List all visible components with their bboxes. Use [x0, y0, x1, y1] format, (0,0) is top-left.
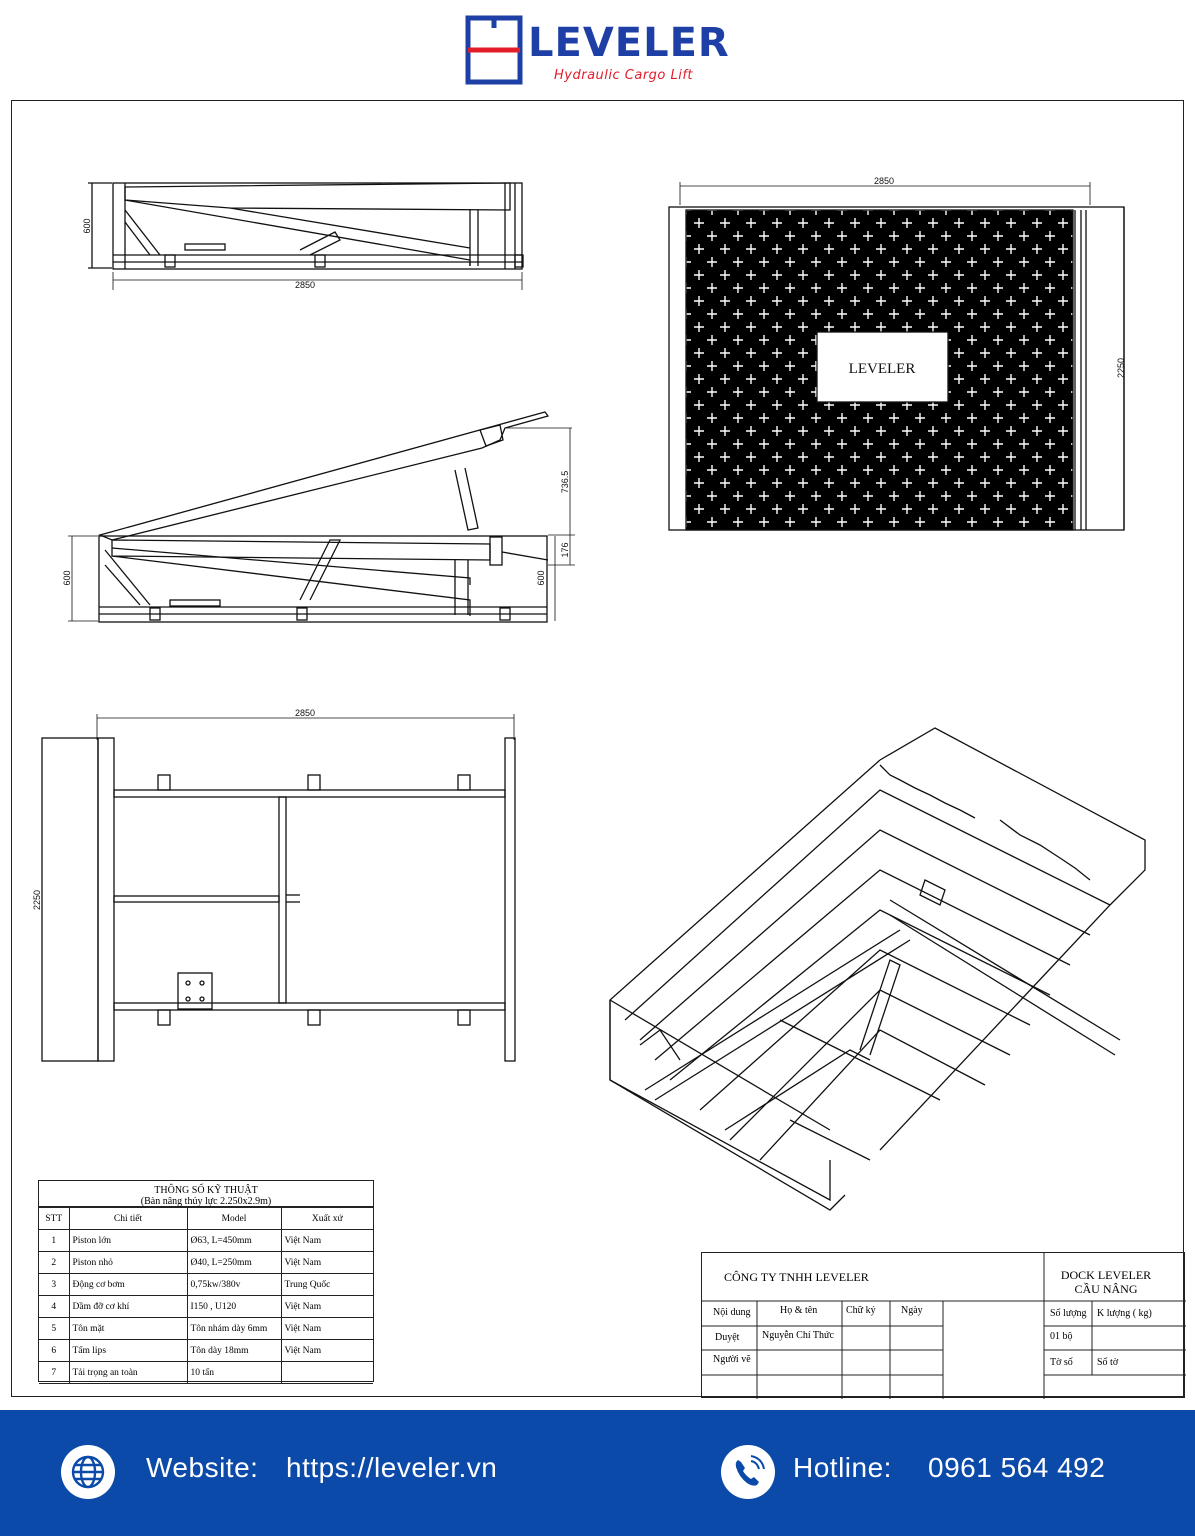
spec-cell: 4 [39, 1295, 70, 1318]
spec-cell [280, 1361, 373, 1384]
technical-drawing: 2850 600 2850 2250 736.5 176 600 600 285… [32, 176, 1146, 1211]
phone-icon [721, 1445, 775, 1499]
logo-word: LEVELER [528, 20, 730, 66]
dim-side-top-length: 2850 [295, 280, 315, 290]
dim-plan-length: 2850 [874, 176, 894, 186]
spec-cell: Ø40, L=250mm [186, 1251, 282, 1274]
spec-header-cell: Xuất xứ [280, 1207, 373, 1230]
footer-bar: Website: https://leveler.vn Hotline: 096… [0, 1410, 1195, 1536]
spec-cell: Tôn dày 18mm [186, 1339, 282, 1362]
title-block-lines [702, 1253, 1186, 1399]
dim-raised-left: 600 [62, 570, 72, 585]
spec-cell: 3 [39, 1273, 70, 1296]
spec-header-row: STT Chi tiết Model Xuất xứ [39, 1207, 373, 1230]
sheet-no-label: Số tờ [1097, 1357, 1119, 1368]
spec-cell: Dầm đỡ cơ khí [68, 1295, 188, 1318]
weight-label: K lượng ( kg) [1097, 1308, 1152, 1319]
spec-cell: Ø63, L=450mm [186, 1229, 282, 1252]
product-name-vn: CẦU NÂNG [1074, 1282, 1138, 1296]
spec-cell: 0,75kw/380v [186, 1273, 282, 1296]
spec-cell: Việt Nam [280, 1295, 373, 1318]
spec-cell: Việt Nam [280, 1339, 373, 1362]
logo-tagline: Hydraulic Cargo Lift [554, 68, 694, 83]
spec-cell: 2 [39, 1251, 70, 1274]
spec-cell: Tải trọng an toàn [68, 1361, 188, 1384]
spec-cell: 5 [39, 1317, 70, 1340]
qty-value: 01 bộ [1050, 1331, 1073, 1342]
spec-cell: 6 [39, 1339, 70, 1362]
spec-cell: Trung Quốc [280, 1273, 373, 1296]
spec-cell: Piston nhỏ [68, 1251, 188, 1274]
row-drawer: Người vẽ [713, 1354, 751, 1365]
hotline-label: Hotline: [793, 1452, 892, 1483]
dim-frame-length: 2850 [295, 708, 315, 718]
spec-header-cell: STT [39, 1207, 70, 1230]
side-view-raised [68, 411, 575, 623]
approver-name: Nguyễn Chí Thức [762, 1330, 834, 1341]
col-sign: Chữ ký [846, 1305, 876, 1316]
globe-icon [61, 1445, 115, 1499]
dim-side-top-height: 600 [82, 218, 92, 233]
spec-cell: 7 [39, 1361, 70, 1384]
row-approve: Duyệt [715, 1332, 740, 1343]
product-name-en: DOCK LEVELER [1060, 1268, 1152, 1282]
spec-title: THÔNG SỐ KỸ THUẬT [154, 1185, 258, 1196]
website-link[interactable]: https://leveler.vn [286, 1452, 498, 1483]
spec-subtitle: (Bàn nâng thủy lực 2.250x2.9m) [140, 1196, 272, 1207]
spec-title-block: THÔNG SỐ KỸ THUẬT (Bàn nâng thủy lực 2.2… [39, 1181, 373, 1207]
side-view-closed [88, 182, 524, 290]
dim-frame-width: 2250 [32, 890, 42, 910]
spec-cell: Động cơ bơm [68, 1273, 188, 1296]
spec-cell: 1 [39, 1229, 70, 1252]
dim-raised-height: 736.5 [560, 471, 570, 494]
product-name: DOCK LEVELER CẦU NÂNG [1044, 1268, 1168, 1296]
col-date: Ngày [901, 1305, 923, 1316]
spec-cell: 10 tấn [186, 1361, 282, 1384]
col-content: Nội dung [713, 1307, 751, 1318]
dim-raised-right: 600 [536, 570, 546, 585]
plate-label: LEVELER [849, 361, 916, 377]
brand-logo: LEVELER Hydraulic Cargo Lift [462, 14, 742, 88]
dim-plan-width: 2250 [1116, 358, 1126, 378]
spec-cell: Piston lớn [68, 1229, 188, 1252]
spec-cell: Tôn nhám dày 6mm [186, 1317, 282, 1340]
plan-view [668, 182, 1125, 531]
frame-view [41, 714, 516, 1062]
website-label: Website: [146, 1452, 259, 1483]
spec-cell: Tấm lips [68, 1339, 188, 1362]
spec-header-cell: Chi tiết [68, 1207, 188, 1230]
isometric-view [609, 727, 1146, 1211]
spec-cell: I150 , U120 [186, 1295, 282, 1318]
col-name: Họ & tên [780, 1305, 818, 1316]
hotline-number[interactable]: 0961 564 492 [928, 1452, 1106, 1483]
drawing-sheet [11, 100, 1184, 1397]
sheet-count-label: Tờ số [1050, 1357, 1073, 1368]
spec-cell: Việt Nam [280, 1229, 373, 1252]
spec-cell: Việt Nam [280, 1317, 373, 1340]
spec-header-cell: Model [186, 1207, 282, 1230]
title-block: CÔNG TY TNHH LEVELER DOCK LEVELER CẦU NÂ… [701, 1252, 1186, 1399]
lift-icon [465, 15, 523, 85]
spec-table: THÔNG SỐ KỸ THUẬT (Bàn nâng thủy lực 2.2… [38, 1180, 374, 1384]
company-name: CÔNG TY TNHH LEVELER [724, 1270, 869, 1284]
spec-cell: Việt Nam [280, 1251, 373, 1274]
dim-raised-lip: 176 [560, 542, 570, 557]
spec-cell: Tôn mặt [68, 1317, 188, 1340]
qty-label: Số lượng [1050, 1308, 1087, 1319]
